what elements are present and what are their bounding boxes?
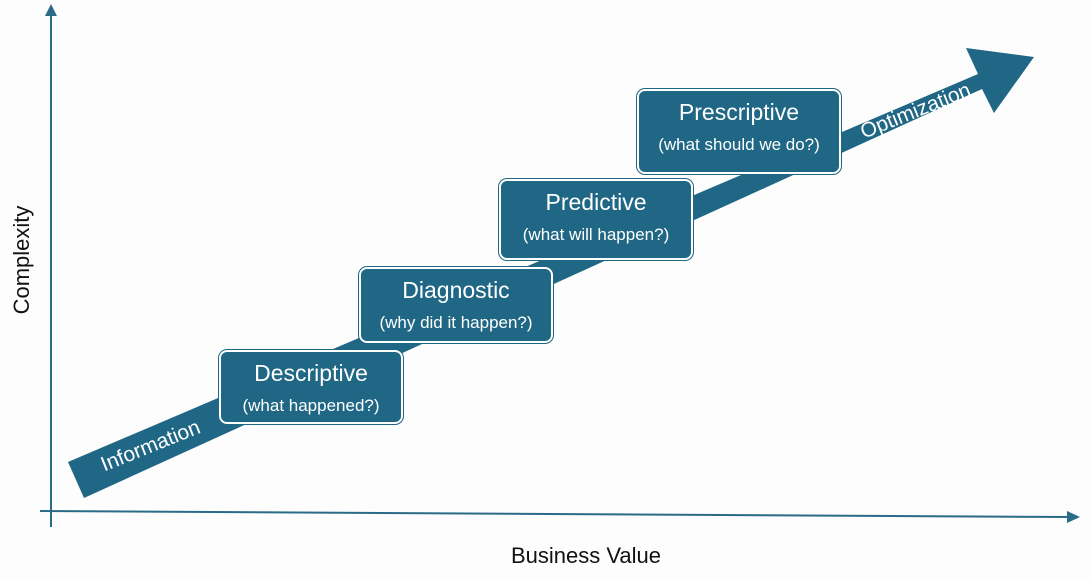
- stage-subtitle: (why did it happen?): [379, 313, 533, 332]
- stage-title: Prescriptive: [678, 99, 800, 125]
- stage-title: Descriptive: [254, 360, 368, 386]
- stage-title: Predictive: [545, 189, 647, 215]
- stage-box-prescriptive: Prescriptive (what should we do?): [637, 89, 841, 174]
- stage-box-predictive: Predictive (what will happen?): [499, 179, 693, 260]
- stage-box-descriptive: Descriptive (what happened?): [219, 350, 403, 424]
- y-axis-arrowhead-icon: [45, 4, 57, 16]
- stage-title: Diagnostic: [402, 277, 510, 303]
- stage-box-diagnostic: Diagnostic (why did it happen?): [359, 267, 553, 343]
- x-axis-label: Business Value: [511, 543, 661, 568]
- x-axis-line: [39, 510, 1069, 518]
- y-axis-label: Complexity: [9, 206, 34, 315]
- stage-subtitle: (what should we do?): [658, 135, 820, 154]
- x-axis-arrowhead-icon: [1067, 511, 1080, 523]
- stage-subtitle: (what happened?): [242, 396, 380, 415]
- stage-subtitle: (what will happen?): [522, 225, 670, 244]
- arrow-end-label: Optimization: [857, 78, 974, 143]
